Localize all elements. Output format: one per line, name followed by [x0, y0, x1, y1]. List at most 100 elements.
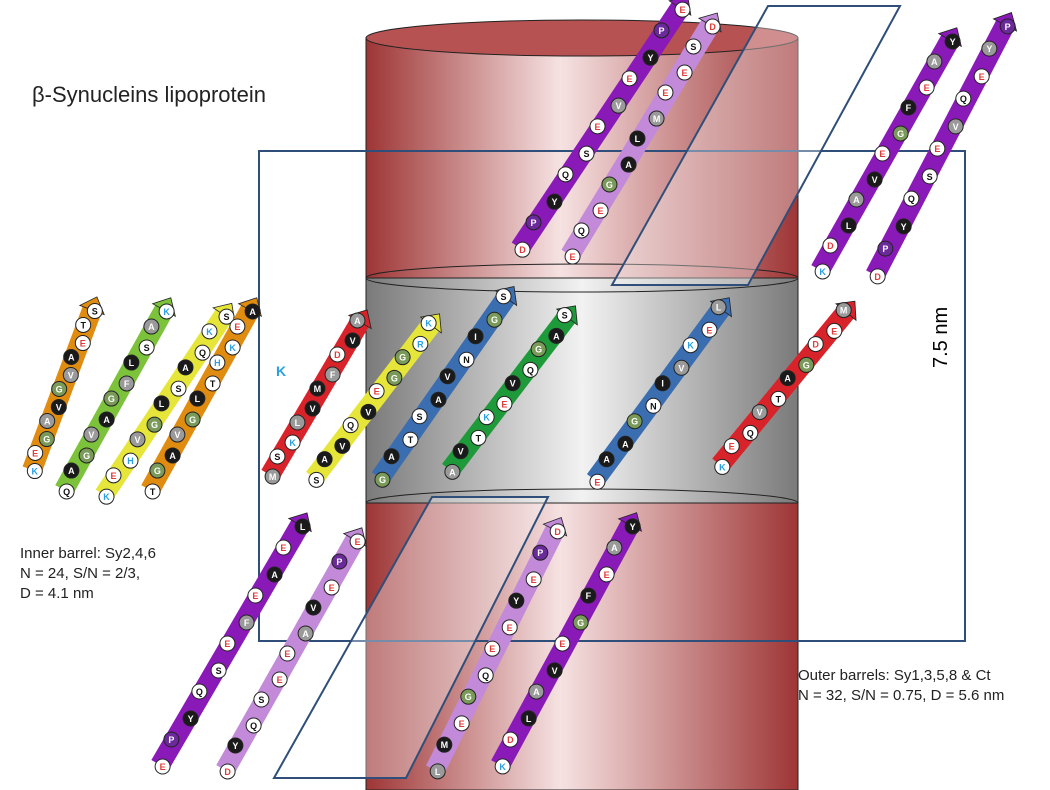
residue-circle: [751, 404, 768, 421]
residue-letter: S: [927, 172, 933, 182]
residue-letter: V: [56, 403, 62, 413]
residue-letter: E: [329, 583, 335, 593]
residue-circle: [549, 523, 566, 540]
residue-letter: L: [129, 358, 135, 368]
residue-circle: [528, 683, 545, 700]
residue-letter: S: [501, 292, 507, 302]
residue-circle: [525, 214, 542, 231]
residue-circle: [514, 241, 531, 258]
residue-letter: Y: [551, 197, 557, 207]
residue-circle: [814, 263, 831, 280]
residue-letter: G: [803, 360, 810, 370]
residue-letter: Q: [347, 421, 354, 431]
residue-letter: V: [872, 175, 878, 185]
residue-circle: [502, 731, 519, 748]
residue-letter: V: [615, 101, 621, 111]
residue-letter: P: [530, 218, 536, 228]
residue-letter: F: [330, 370, 336, 380]
residue-letter: P: [168, 735, 174, 745]
residue-letter: E: [626, 74, 632, 84]
residue-letter: Q: [482, 671, 489, 681]
inner-barrel-params: N = 24, S/N = 2/3,: [20, 565, 141, 582]
side-residue-k: K: [276, 363, 286, 379]
residue-letter: K: [687, 341, 694, 351]
residue-letter: G: [465, 692, 472, 702]
residue-circle: [439, 368, 456, 385]
residue-circle: [163, 731, 180, 748]
residue-circle: [98, 411, 115, 428]
residue-letter: L: [159, 399, 165, 409]
residue-circle: [98, 488, 115, 505]
inner-barrel-label: Inner barrel: Sy2,4,6: [20, 545, 156, 562]
residue-letter: S: [223, 312, 229, 322]
residue-letter: K: [425, 319, 432, 329]
residue-circle: [316, 451, 333, 468]
residue-circle: [981, 40, 998, 57]
residue-circle: [63, 462, 80, 479]
residue-circle: [323, 579, 340, 596]
residue-letter: S: [258, 695, 264, 705]
residue-letter: E: [110, 471, 116, 481]
residue-circle: [798, 356, 815, 373]
residue-letter: A: [182, 363, 189, 373]
residue-letter: N: [463, 355, 470, 365]
residue-letter: V: [445, 372, 451, 382]
residue-circle: [383, 448, 400, 465]
residue-letter: G: [83, 451, 90, 461]
residue-letter: Y: [647, 53, 653, 63]
residue-letter: E: [531, 575, 537, 585]
residue-letter: G: [379, 475, 386, 485]
residue-circle: [895, 218, 912, 235]
residue-circle: [430, 391, 447, 408]
residue-letter: T: [80, 320, 86, 330]
residue-letter: V: [350, 336, 356, 346]
residue-letter: A: [784, 374, 791, 384]
residue-circle: [122, 452, 139, 469]
residue-circle: [723, 438, 740, 455]
residue-letter: E: [507, 623, 513, 633]
beta-strand-layer: KEGAVGVAETSQAGVAGFLSAKKEHVGLSAQKSTGAVGLT…: [22, 0, 1018, 780]
residue-letter: F: [586, 591, 592, 601]
residue-circle: [158, 303, 175, 320]
residue-letter: D: [519, 245, 526, 255]
residue-letter: Y: [232, 741, 238, 751]
residue-letter: L: [846, 221, 852, 231]
residue-circle: [374, 471, 391, 488]
residue-circle: [704, 18, 721, 35]
residue-circle: [701, 321, 718, 338]
residue-circle: [653, 22, 670, 39]
residue-circle: [645, 397, 662, 414]
residue-letter: E: [501, 399, 507, 409]
residue-letter: K: [206, 327, 213, 337]
residue-circle: [495, 288, 512, 305]
residue-letter: G: [631, 417, 638, 427]
residue-letter: E: [924, 83, 930, 93]
residue-letter: T: [150, 487, 156, 497]
residue-circle: [154, 758, 171, 775]
residue-letter: E: [277, 675, 283, 685]
residue-letter: Q: [578, 226, 585, 236]
residue-circle: [143, 318, 160, 335]
residue-circle: [869, 268, 886, 285]
residue-letter: A: [68, 466, 75, 476]
residue-circle: [189, 390, 206, 407]
residue-letter: Y: [188, 714, 194, 724]
residue-circle: [164, 447, 181, 464]
residue-letter: E: [374, 387, 380, 397]
residue-circle: [209, 354, 226, 371]
residue-circle: [324, 366, 341, 383]
residue-circle: [520, 710, 537, 727]
residue-circle: [331, 553, 348, 570]
residue-circle: [624, 518, 641, 535]
residue-letter: S: [690, 42, 696, 52]
residue-letter: A: [611, 543, 618, 553]
residue-letter: F: [906, 103, 912, 113]
residue-letter: S: [144, 343, 150, 353]
residue-circle: [682, 337, 699, 354]
residue-letter: E: [559, 639, 565, 649]
residue-circle: [477, 667, 494, 684]
